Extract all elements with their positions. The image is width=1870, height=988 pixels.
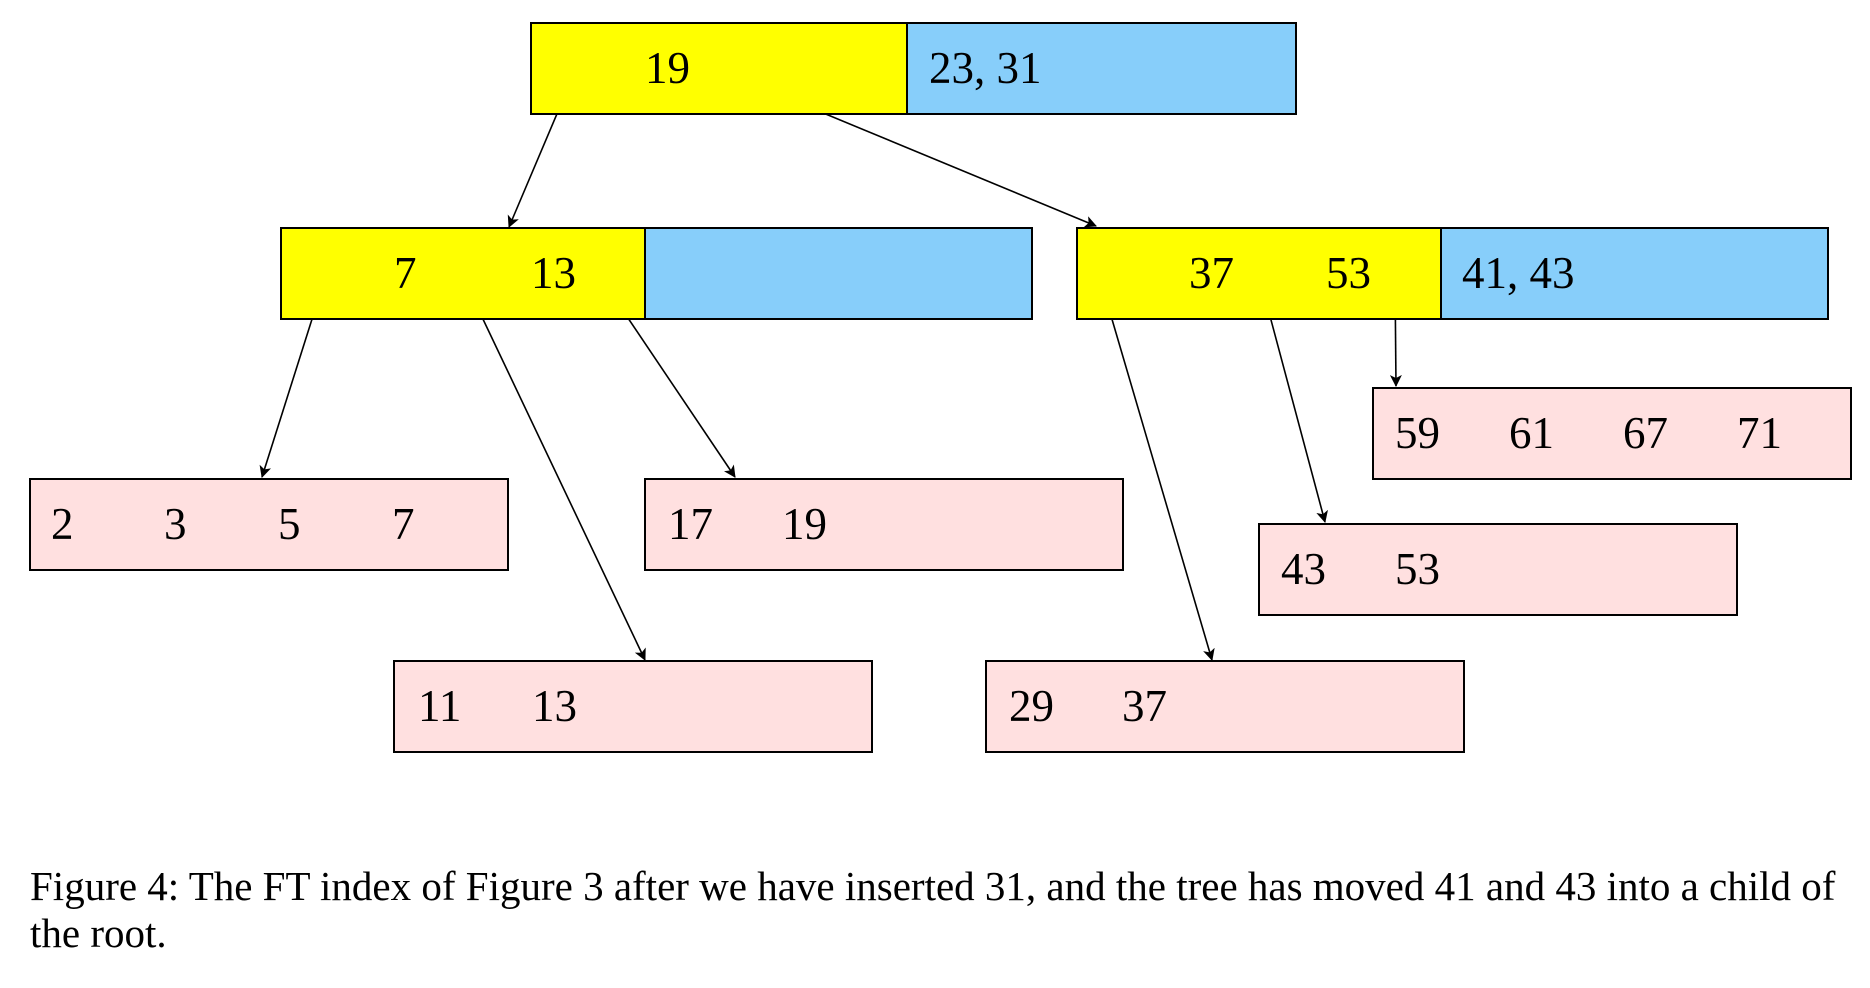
leaf-key: 5 xyxy=(278,499,301,549)
buffer-messages: 41, 43 xyxy=(1462,248,1575,298)
pivot-key: 7 xyxy=(394,248,417,298)
pivot-key: 13 xyxy=(531,248,576,298)
leaf-box xyxy=(29,478,509,571)
tree-node-leaf-5: 43 53 xyxy=(1258,523,1738,616)
leaf-key: 67 xyxy=(1623,408,1668,458)
figure-caption: Figure 4: The FT index of Figure 3 after… xyxy=(30,863,1836,956)
pivot-key: 53 xyxy=(1326,248,1371,298)
leaf-key: 11 xyxy=(418,681,461,731)
tree-node-leaf-4: 29 37 xyxy=(985,660,1465,753)
pivot-box xyxy=(1076,227,1442,320)
buffer-box xyxy=(1440,227,1829,320)
tree-node-root: 19 23, 31 xyxy=(530,22,1297,115)
leaf-key: 37 xyxy=(1122,681,1167,731)
pivot-key: 19 xyxy=(645,43,690,93)
leaf-box xyxy=(644,478,1124,571)
pivot-box xyxy=(530,22,908,115)
tree-node-leaf-6: 59 61 67 71 xyxy=(1372,387,1852,480)
leaf-key: 17 xyxy=(668,499,713,549)
leaf-key: 59 xyxy=(1395,408,1440,458)
leaf-key: 13 xyxy=(532,681,577,731)
leaf-key: 43 xyxy=(1281,544,1326,594)
tree-node-leaf-1: 2 3 5 7 xyxy=(29,478,509,571)
leaf-key: 71 xyxy=(1737,408,1782,458)
leaf-box xyxy=(1372,387,1852,480)
edge-left-internal-to-leaf-2 xyxy=(461,274,646,661)
tree-node-leaf-2: 11 13 xyxy=(393,660,873,753)
leaf-box xyxy=(393,660,873,753)
tree-node-left-internal: 7 13 xyxy=(280,227,1033,320)
leaf-box xyxy=(1258,523,1738,616)
buffer-box xyxy=(644,227,1033,320)
buffer-messages: 23, 31 xyxy=(929,43,1042,93)
pivot-box xyxy=(280,227,646,320)
leaf-key: 3 xyxy=(164,499,187,549)
leaf-key: 2 xyxy=(51,499,74,549)
tree-node-right-internal: 37 53 41, 43 xyxy=(1076,227,1829,320)
leaf-key: 19 xyxy=(782,499,827,549)
leaf-box xyxy=(985,660,1465,753)
leaf-key: 7 xyxy=(392,499,415,549)
edge-right-internal-to-leaf-4 xyxy=(1098,274,1215,661)
leaf-key: 53 xyxy=(1395,544,1440,594)
leaf-key: 61 xyxy=(1509,408,1554,458)
pivot-key: 37 xyxy=(1189,248,1234,298)
leaf-key: 29 xyxy=(1009,681,1054,731)
edges-layer xyxy=(259,68,1402,661)
buffer-box xyxy=(906,22,1297,115)
